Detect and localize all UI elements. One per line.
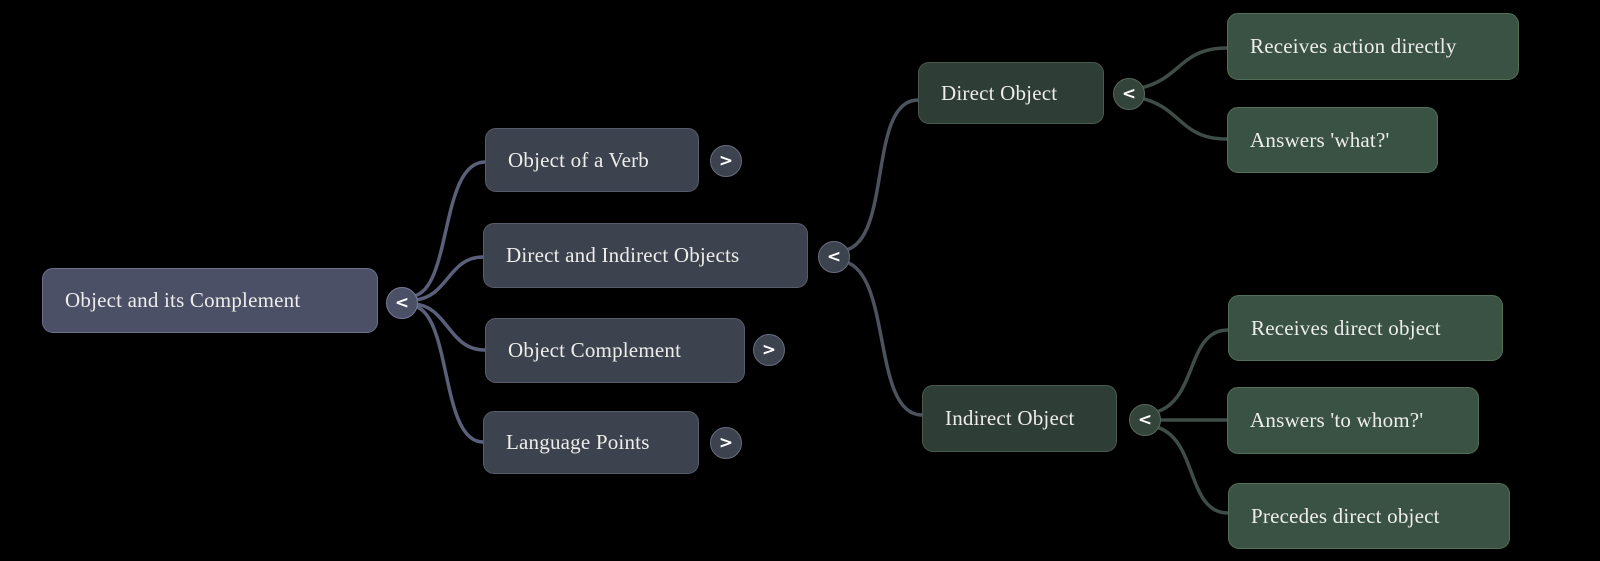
collapse-button-direct-object[interactable]: < <box>1113 78 1145 110</box>
node-object-and-its-complement[interactable]: Object and its Complement <box>42 268 378 333</box>
edge-dio-indirect-object <box>844 260 924 417</box>
node-receives-action-directly[interactable]: Receives action directly <box>1227 13 1519 80</box>
node-object-complement[interactable]: Object Complement <box>485 318 745 383</box>
edge-root-language-points <box>412 304 485 444</box>
collapse-button-indirect-object[interactable]: < <box>1129 404 1161 436</box>
node-label: Receives direct object <box>1251 315 1441 340</box>
chevron-right-icon: > <box>718 150 734 171</box>
node-label: Language Points <box>506 430 650 454</box>
chevron-right-icon: > <box>761 339 777 360</box>
node-label: Precedes direct object <box>1251 503 1440 528</box>
node-direct-object[interactable]: Direct Object <box>918 62 1104 124</box>
edge-root-object-complement <box>412 302 487 352</box>
edge-do-answers-what <box>1139 96 1229 141</box>
node-precedes-direct-object[interactable]: Precedes direct object <box>1228 483 1510 549</box>
node-label: Answers 'what?' <box>1250 127 1390 152</box>
edge-io-receives-direct <box>1154 328 1230 414</box>
edge-root-object-of-a-verb <box>412 160 487 298</box>
chevron-left-icon: < <box>394 292 410 313</box>
node-language-points[interactable]: Language Points <box>483 411 699 474</box>
node-label: Receives action directly <box>1250 34 1457 58</box>
node-label: Indirect Object <box>945 406 1075 430</box>
node-label: Direct Object <box>941 80 1058 105</box>
node-direct-and-indirect-objects[interactable]: Direct and Indirect Objects <box>483 223 808 288</box>
node-object-of-a-verb[interactable]: Object of a Verb <box>485 128 699 192</box>
node-answers-to-whom[interactable]: Answers 'to whom?' <box>1227 387 1479 454</box>
node-label: Object Complement <box>508 338 682 362</box>
expand-button-object-complement[interactable]: > <box>753 334 785 366</box>
expand-button-object-of-a-verb[interactable]: > <box>710 145 742 177</box>
node-label: Answers 'to whom?' <box>1250 408 1424 432</box>
chevron-left-icon: < <box>826 246 842 267</box>
node-label: Object of a Verb <box>508 147 650 172</box>
edge-dio-direct-object <box>844 98 920 252</box>
collapse-button-root[interactable]: < <box>386 287 418 319</box>
edge-do-receives-action <box>1139 46 1229 90</box>
expand-button-language-points[interactable]: > <box>710 427 742 459</box>
node-indirect-object[interactable]: Indirect Object <box>922 385 1117 452</box>
collapse-button-direct-and-indirect-objects[interactable]: < <box>818 241 850 273</box>
node-receives-direct-object[interactable]: Receives direct object <box>1228 295 1503 361</box>
node-answers-what[interactable]: Answers 'what?' <box>1227 107 1438 173</box>
chevron-left-icon: < <box>1137 409 1153 430</box>
edge-io-precedes-direct <box>1154 425 1230 515</box>
node-label: Object and its Complement <box>65 288 301 312</box>
edge-root-direct-and-indirect <box>412 255 485 302</box>
chevron-left-icon: < <box>1121 83 1137 104</box>
node-label: Direct and Indirect Objects <box>506 243 740 267</box>
chevron-right-icon: > <box>718 432 734 453</box>
